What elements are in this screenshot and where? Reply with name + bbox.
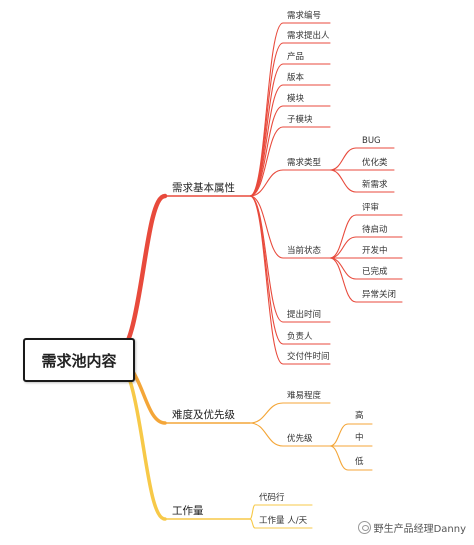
branch-link — [110, 193, 168, 361]
branch-link — [329, 423, 349, 447]
branch-link — [329, 147, 357, 171]
node-0-7-0-label[interactable]: 评审 — [362, 203, 380, 213]
node-2-1-label[interactable]: 工作量 人/天 — [259, 516, 308, 526]
node-0-6-0-label[interactable]: BUG — [362, 136, 381, 146]
node-0-6-1-label[interactable]: 优化类 — [362, 158, 388, 168]
wechat-icon — [357, 521, 371, 534]
node-0-4-label[interactable]: 模块 — [287, 94, 305, 104]
node-1-0-label[interactable]: 难易程度 — [287, 391, 322, 401]
branch-link — [249, 402, 284, 424]
branch-link — [249, 195, 284, 259]
node-0-5-label[interactable]: 子模块 — [287, 115, 313, 125]
node-1-1-1-label[interactable]: 中 — [355, 433, 364, 443]
branch-link — [329, 169, 357, 193]
branch-link — [329, 445, 349, 471]
watermark-text: 野生产品经理Danny — [373, 524, 466, 535]
branch-link — [249, 63, 284, 197]
branch-link — [249, 195, 284, 345]
node-0-0-label[interactable]: 需求编号 — [287, 11, 322, 21]
branch-link — [249, 126, 284, 197]
node-0-7-1-label[interactable]: 待启动 — [362, 225, 388, 235]
branch-link — [249, 504, 256, 520]
node-0-10-label[interactable]: 交付件时间 — [287, 352, 330, 362]
node-0-3-label[interactable]: 版本 — [287, 73, 305, 83]
node-0-2-label[interactable]: 产品 — [287, 52, 305, 62]
node-0-8-label[interactable]: 提出时间 — [287, 310, 322, 320]
branch-link — [249, 422, 284, 447]
node-0-7-label[interactable]: 当前状态 — [287, 246, 322, 256]
branch-link — [249, 84, 284, 197]
node-0-9-label[interactable]: 负责人 — [287, 332, 313, 342]
watermark: 野生产品经理Danny — [357, 520, 466, 535]
root-node[interactable]: 需求池内容 — [23, 338, 135, 382]
node-0-6-2-label[interactable]: 新需求 — [362, 180, 388, 190]
branch-link — [249, 195, 284, 365]
node-0-1-label[interactable]: 需求提出人 — [287, 31, 330, 41]
node-1-1-label[interactable]: 优先级 — [287, 434, 313, 444]
branch-link — [249, 518, 256, 529]
branch-link — [249, 105, 284, 197]
branch-link — [249, 169, 284, 197]
branch-link — [249, 195, 284, 323]
node-1-1-0-label[interactable]: 高 — [355, 411, 364, 421]
node-0-7-2-label[interactable]: 开发中 — [362, 246, 388, 256]
branch-link — [329, 257, 357, 303]
branch-2-label[interactable]: 工作量 — [172, 505, 204, 517]
branch-link — [249, 42, 284, 197]
branch-link — [329, 257, 357, 280]
branch-link — [329, 236, 357, 259]
root-label: 需求池内容 — [41, 351, 117, 370]
node-2-0-label[interactable]: 代码行 — [259, 493, 285, 503]
node-1-1-2-label[interactable]: 低 — [355, 457, 364, 467]
node-0-6-label[interactable]: 需求类型 — [287, 158, 322, 168]
branch-link — [329, 214, 357, 259]
node-0-7-3-label[interactable]: 已完成 — [362, 267, 388, 277]
node-0-7-4-label[interactable]: 异常关闭 — [362, 290, 397, 300]
branch-1-label[interactable]: 难度及优先级 — [172, 409, 235, 421]
branch-0-label[interactable]: 需求基本属性 — [172, 182, 235, 194]
